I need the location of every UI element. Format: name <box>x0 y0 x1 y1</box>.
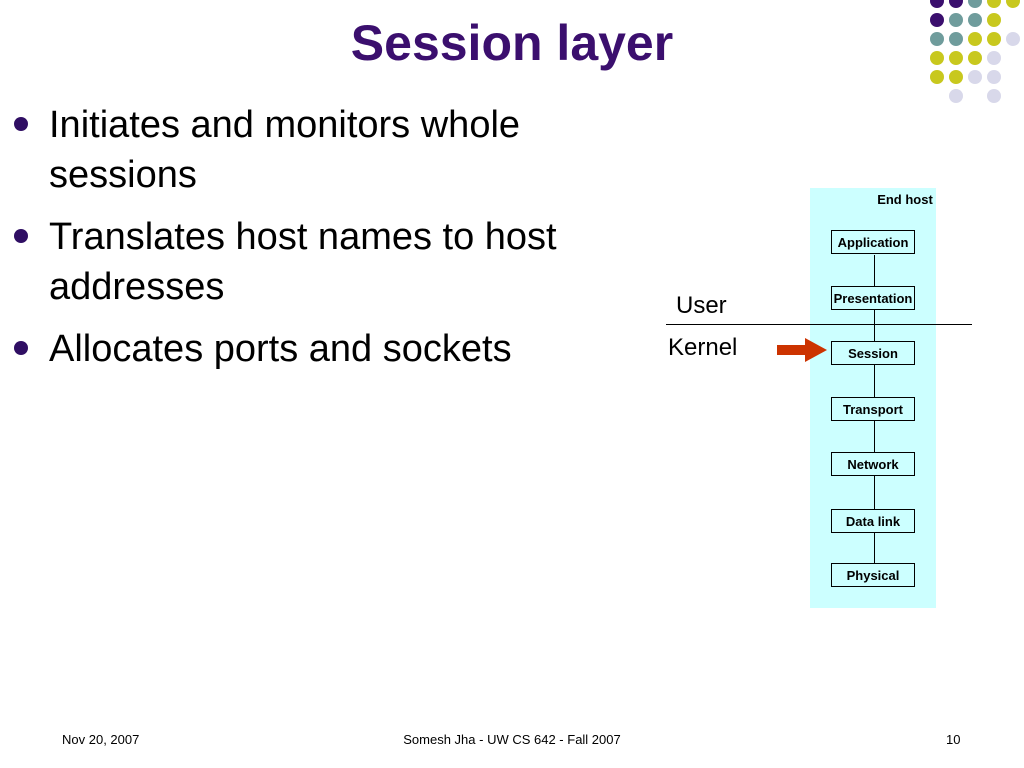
layer-network: Network <box>831 452 915 476</box>
decorative-dot <box>987 70 1001 84</box>
decorative-dot <box>1006 0 1020 8</box>
decorative-dot <box>949 13 963 27</box>
decorative-dot <box>987 0 1001 8</box>
bullet-dot-icon <box>14 229 28 243</box>
layer-data-link: Data link <box>831 509 915 533</box>
bullet-text: Initiates and monitors whole sessions <box>49 104 521 196</box>
decorative-dot <box>930 13 944 27</box>
decorative-dot <box>949 32 963 46</box>
decorative-dot <box>968 32 982 46</box>
decorative-dot <box>930 51 944 65</box>
decorative-dot <box>949 70 963 84</box>
decorative-dot <box>949 89 963 103</box>
decorative-dot <box>930 70 944 84</box>
user-kernel-divider <box>666 324 972 325</box>
bullet-item: Translates host names to host addresses <box>12 212 652 312</box>
decorative-dot <box>949 0 963 8</box>
footer-date: Nov 20, 2007 <box>62 732 140 747</box>
bullet-text: Translates host names to host addresses <box>49 216 557 308</box>
decorative-dot <box>987 51 1001 65</box>
bullet-dot-icon <box>14 117 28 131</box>
decorative-dot <box>930 0 944 8</box>
decorative-dot <box>968 0 982 8</box>
decorative-dot <box>968 51 982 65</box>
kernel-label: Kernel <box>668 334 738 361</box>
decorative-dot <box>987 32 1001 46</box>
decorative-dot <box>930 32 944 46</box>
bullet-item: Initiates and monitors whole sessions <box>12 100 652 200</box>
layer-physical: Physical <box>831 563 915 587</box>
layer-presentation: Presentation <box>831 286 915 310</box>
layer-transport: Transport <box>831 397 915 421</box>
end-host-label: End host <box>877 192 933 207</box>
decorative-dot <box>968 70 982 84</box>
decorative-dot <box>1006 32 1020 46</box>
layer-application: Application <box>831 230 915 254</box>
bullet-text: Allocates ports and sockets <box>49 328 512 370</box>
arrow-right-icon <box>777 338 827 362</box>
decorative-dot <box>987 13 1001 27</box>
footer-center: Somesh Jha - UW CS 642 - Fall 2007 <box>403 732 621 747</box>
decorative-dot <box>968 13 982 27</box>
footer-page-number: 10 <box>946 732 961 747</box>
decorative-dot-grid <box>0 0 1024 110</box>
bullet-list: Initiates and monitors whole sessions Tr… <box>12 100 652 386</box>
user-label: User <box>676 292 727 319</box>
bullet-dot-icon <box>14 341 28 355</box>
decorative-dot <box>949 51 963 65</box>
bullet-item: Allocates ports and sockets <box>12 324 652 374</box>
layer-session: Session <box>831 341 915 365</box>
slide-title: Session layer <box>350 15 674 71</box>
decorative-dot <box>987 89 1001 103</box>
